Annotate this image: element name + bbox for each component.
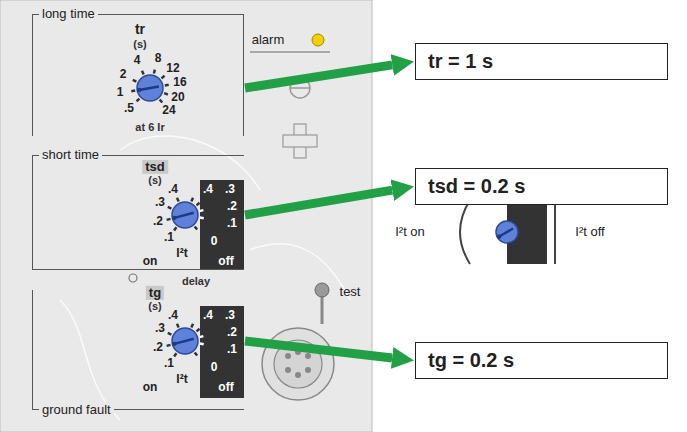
mode-label: off [218, 255, 233, 268]
setting-dial [167, 198, 204, 231]
dial-name: tr [135, 22, 145, 37]
mode-label: on [143, 381, 158, 394]
callout-box: tg = 0.2 s [415, 342, 668, 379]
scale-value: .1 [164, 231, 174, 244]
group-heading: long time [39, 6, 98, 22]
group-heading: short time [39, 147, 102, 163]
dial-name: tsd [142, 160, 168, 174]
scale-value: 20 [171, 91, 184, 104]
scale-value: 2 [120, 68, 127, 81]
callout-text: tg = 0.2 s [416, 349, 526, 372]
callout-text: tsd = 0.2 s [416, 175, 537, 198]
button-label: test [340, 285, 361, 299]
indicator-label: alarm [252, 33, 285, 47]
alarm-led [312, 34, 324, 46]
inset-label: I²t off [575, 225, 604, 239]
setting-dial [131, 70, 168, 103]
callout-arrow [245, 65, 392, 88]
delay-indicator [129, 274, 137, 282]
scale-note: at 6 Ir [135, 121, 164, 133]
callout-arrow [245, 341, 392, 358]
mode-label: I²t [176, 373, 187, 386]
alarm-underline [250, 52, 330, 53]
scale-value: .3 [155, 322, 165, 335]
mode-label: off [218, 381, 233, 394]
unit-label: (s) [148, 300, 161, 312]
scale-value: .5 [124, 102, 134, 115]
group-heading: ground fault [39, 402, 114, 418]
scale-value: .2 [153, 341, 163, 354]
scale-value: 0 [211, 361, 218, 374]
panel-face [0, 0, 372, 432]
setting-group: short time [32, 155, 244, 270]
scale-value: .3 [155, 196, 165, 209]
scale-value: .4 [168, 309, 178, 322]
scale-value: .2 [153, 215, 163, 228]
scale-value: 16 [173, 76, 186, 89]
scale-value: 8 [155, 52, 162, 65]
callout-box: tsd = 0.2 s [415, 168, 668, 205]
scale-value: 12 [166, 62, 179, 75]
test-connector [262, 328, 334, 400]
scale-value: .2 [227, 200, 237, 213]
indicator-label: delay [182, 275, 210, 287]
setting-dial [167, 324, 204, 357]
scale-value: .3 [225, 309, 235, 322]
dial-name: tg [146, 286, 164, 300]
setting-group: ground fault [32, 290, 244, 410]
callout-text: tr = 1 s [416, 50, 505, 73]
scale-value: .1 [227, 343, 237, 356]
scale-value: 4 [134, 54, 141, 67]
scale-value: .1 [164, 357, 174, 370]
scale-value: .1 [227, 217, 237, 230]
scale-value: .2 [227, 326, 237, 339]
off-zone [200, 180, 244, 270]
scale-value: .4 [203, 183, 213, 196]
scale-value: 1 [117, 86, 124, 99]
callout-arrow [245, 190, 392, 215]
inset-label: I²t on [395, 225, 425, 239]
i2t-inset [460, 200, 555, 264]
scale-value: .4 [168, 183, 178, 196]
plus-symbol [283, 124, 317, 158]
scale-value: .3 [225, 183, 235, 196]
panel-texture [60, 136, 350, 420]
scale-value: 24 [162, 104, 175, 117]
callout-box: tr = 1 s [415, 43, 668, 80]
mode-label: on [143, 255, 158, 268]
unit-label: (s) [133, 38, 146, 50]
scale-value: 0 [211, 235, 218, 248]
mode-label: I²t [176, 247, 187, 260]
setting-dial [496, 221, 518, 243]
unit-label: (s) [148, 174, 161, 186]
test-button [315, 283, 329, 324]
off-zone [200, 306, 244, 398]
scale-value: .4 [203, 309, 213, 322]
